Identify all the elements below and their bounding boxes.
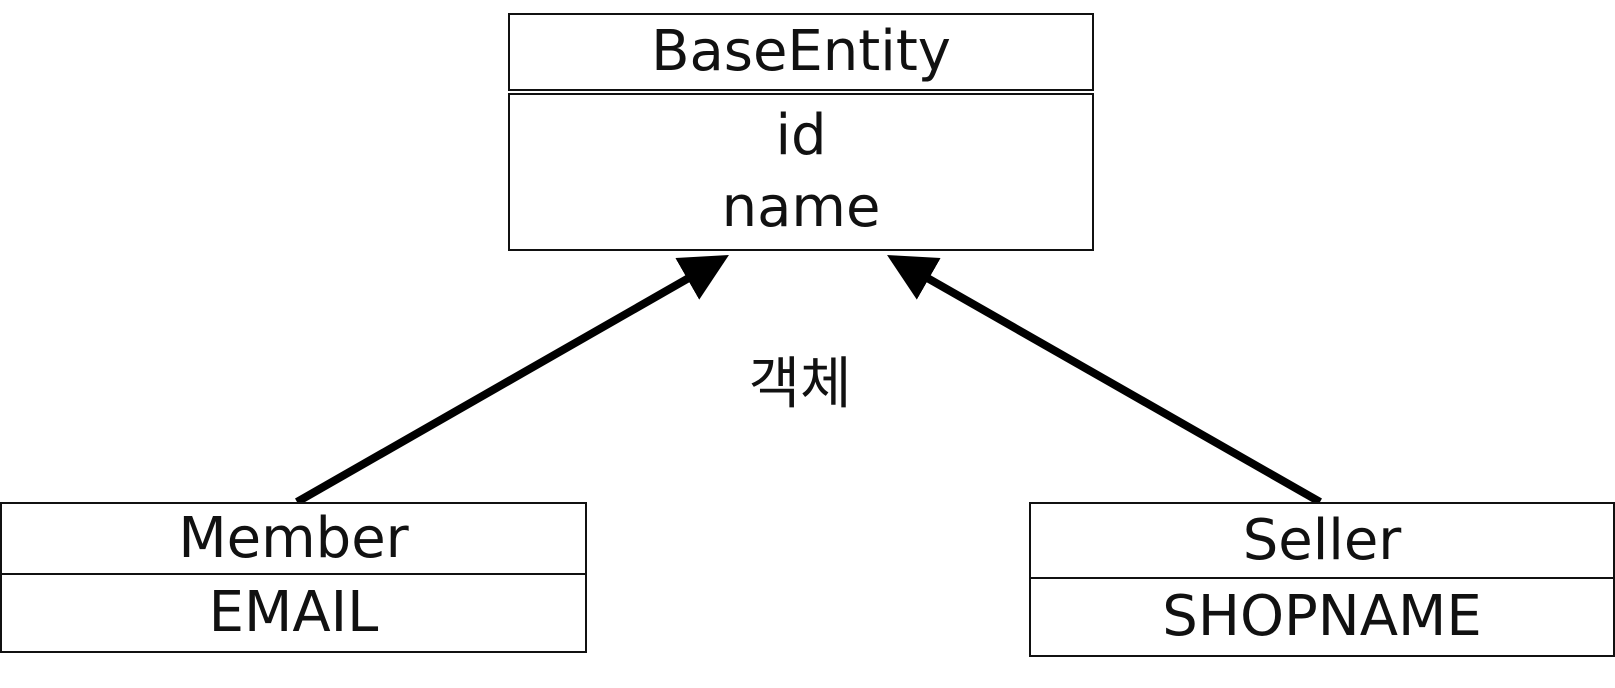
- base-entity-title: BaseEntity: [651, 19, 951, 84]
- base-entity-attributes-box: id name: [508, 93, 1094, 251]
- member-attribute-email: EMAIL: [208, 580, 379, 645]
- member-to-base-arrow: [295, 255, 729, 506]
- base-entity-attribute-name: name: [721, 175, 881, 240]
- seller-title: Seller: [1242, 507, 1402, 573]
- seller-title-compartment: Seller: [1031, 504, 1613, 579]
- center-label: 객체: [748, 352, 852, 417]
- base-entity-attribute-id: id: [775, 103, 827, 168]
- member-attribute-compartment: EMAIL: [2, 575, 585, 651]
- member-title: Member: [178, 505, 409, 571]
- seller-attribute-shopname: SHOPNAME: [1162, 584, 1482, 649]
- member-class-box: Member EMAIL: [0, 502, 587, 653]
- base-entity-title-box: BaseEntity: [508, 13, 1094, 91]
- member-title-compartment: Member: [2, 504, 585, 575]
- seller-class-box: Seller SHOPNAME: [1029, 502, 1615, 657]
- seller-attribute-compartment: SHOPNAME: [1031, 579, 1613, 655]
- seller-to-base-arrow: [887, 255, 1322, 506]
